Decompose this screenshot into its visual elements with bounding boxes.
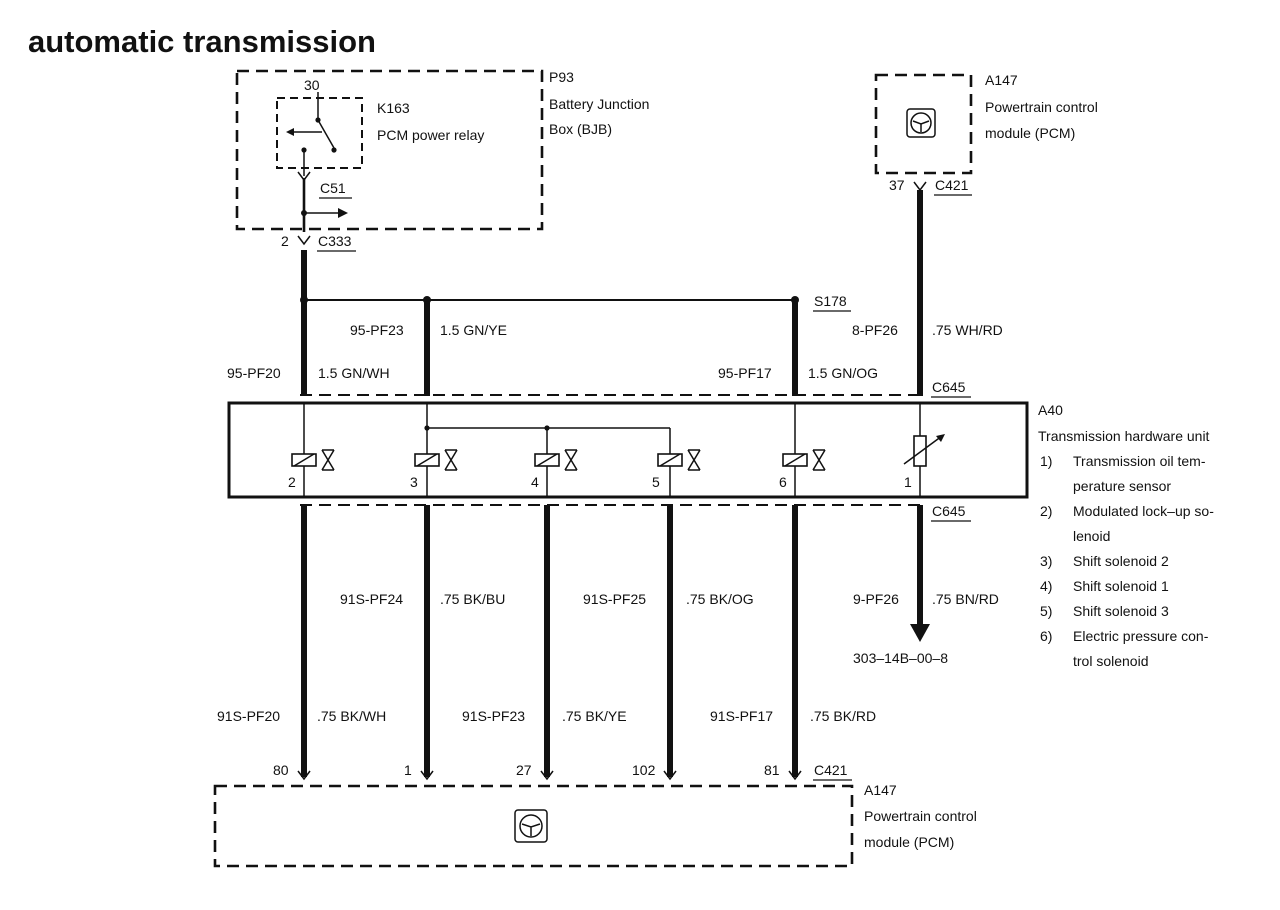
pcm-bottom-box: A147 Powertrain control module (PCM) [213,782,977,868]
wire-95-pf23-circuit: 95-PF23 [350,322,404,338]
ground-arrow-icon [910,624,930,642]
legend-line: Transmission oil tem- [1073,453,1206,469]
solenoid-icon [414,449,458,471]
legend-line: Shift solenoid 3 [1073,603,1169,619]
pcm-pin-81: 81 [764,762,780,778]
legend-line: Shift solenoid 1 [1073,578,1169,594]
wire-91s-pf23-spec: .75 BK/YE [562,708,627,724]
pcm-module-icon [514,809,548,843]
pcm-pin-80: 80 [273,762,289,778]
wire-91s-pf17-spec: .75 BK/RD [810,708,876,724]
relay-name: PCM power relay [377,127,484,143]
pcm-bottom-connector: C421 [814,762,848,778]
thu-id: A40 [1038,402,1063,418]
pcm-top-name-line2: module (PCM) [985,125,1075,141]
transmission-hardware-unit: C645 C645 [227,379,1214,669]
pcm-bottom-name-line1: Powertrain control [864,808,977,824]
wire-91s-pf20-spec: .75 BK/WH [317,708,386,724]
wire-91s-pf25-spec: .75 BK/OG [686,591,754,607]
legend-line: trol solenoid [1073,653,1149,669]
thu-pin-3: 3 [410,474,418,490]
wire-91s-pf24-circuit: 91S-PF24 [340,591,403,607]
legend-num: 5) [1040,603,1052,619]
legend-line: perature sensor [1073,478,1171,494]
wire-8-pf26-spec: .75 WH/RD [932,322,1003,338]
connector-c51: C51 [320,180,346,196]
thu-legend: 1) Transmission oil tem- perature sensor… [1040,453,1214,669]
wire-95-pf17-spec: 1.5 GN/OG [808,365,878,381]
upper-wiring: S178 95-PF23 1.5 GN/YE 8-PF26 .75 WH/RD … [227,190,1003,396]
wire-91s-pf17-circuit: 91S-PF17 [710,708,773,724]
pcm-top-box: A147 Powertrain control module (PCM) 37 … [874,72,1098,196]
pcm-bottom-id: A147 [864,782,897,798]
legend-num: 2) [1040,503,1052,519]
wire-8-pf26-circuit: 8-PF26 [852,322,898,338]
solenoid-icon [657,449,701,471]
temperature-sensor-icon [903,434,945,467]
connector-c333: C333 [318,233,352,249]
page-title: automatic transmission [28,24,376,59]
bjb-id: P93 [549,69,574,85]
pcm-bottom-name-line2: module (PCM) [864,834,954,850]
wire-95-pf17-circuit: 95-PF17 [718,365,772,381]
splice-s178: S178 [814,293,847,309]
legend-num: 3) [1040,553,1052,569]
legend-num: 6) [1040,628,1052,644]
wire-9-pf26-circuit: 9-PF26 [853,591,899,607]
bjb-name-line1: Battery Junction [549,96,649,112]
relay-pin-30: 30 [304,77,320,93]
wire-91s-pf25-circuit: 91S-PF25 [583,591,646,607]
thu-pin-1: 1 [904,474,912,490]
legend-num: 4) [1040,578,1052,594]
pcm-top-pin: 37 [889,177,905,193]
solenoid-icon [291,449,335,471]
pcm-module-icon [906,108,936,138]
pcm-top-name-line1: Powertrain control [985,99,1098,115]
solenoid-icon [782,449,826,471]
ground-reference: 303–14B–00–8 [853,650,948,666]
thu-pin-4: 4 [531,474,539,490]
wire-91s-pf23-circuit: 91S-PF23 [462,708,525,724]
legend-line: Electric pressure con- [1073,628,1209,644]
solenoid-icon [534,449,578,471]
pcm-pin-27: 27 [516,762,532,778]
legend-num: 1) [1040,453,1052,469]
legend-line: lenoid [1073,528,1110,544]
pcm-top-connector: C421 [935,177,969,193]
bjb-name-line2: Box (BJB) [549,121,612,137]
wire-95-pf20-circuit: 95-PF20 [227,365,281,381]
pcm-power-relay: 30 K163 PCM power relay C51 2 C333 [276,77,484,252]
arrow-right-icon [338,208,348,218]
wire-95-pf20-spec: 1.5 GN/WH [318,365,390,381]
thu-pin-2: 2 [288,474,296,490]
wire-9-pf26-spec: .75 BN/RD [932,591,999,607]
legend-line: Modulated lock–up so- [1073,503,1214,519]
connector-c333-pin: 2 [281,233,289,249]
pcm-pin-1: 1 [404,762,412,778]
battery-junction-box: P93 Battery Junction Box (BJB) [235,69,649,231]
thu-name: Transmission hardware unit [1038,428,1210,444]
wire-95-pf23-spec: 1.5 GN/YE [440,322,507,338]
legend-line: Shift solenoid 2 [1073,553,1169,569]
relay-id: K163 [377,100,410,116]
wire-91s-pf24-spec: .75 BK/BU [440,591,505,607]
pcm-pin-102: 102 [632,762,656,778]
thu-pin-5: 5 [652,474,660,490]
thu-connector-top: C645 [932,379,966,395]
lower-wiring: 303–14B–00–8 91S-PF24 .75 BK/BU 91S-PF25… [217,505,999,781]
thu-pin-6: 6 [779,474,787,490]
wire-91s-pf20-circuit: 91S-PF20 [217,708,280,724]
pcm-top-id: A147 [985,72,1018,88]
thu-connector-bottom: C645 [932,503,966,519]
